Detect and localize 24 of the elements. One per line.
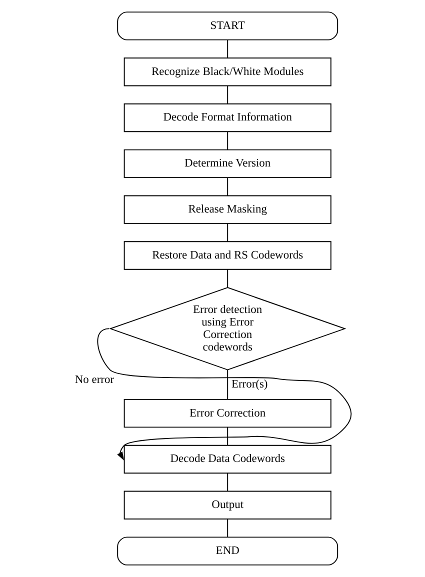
- node-box: Decode Data Codewords: [123, 444, 331, 474]
- connector: [226, 131, 228, 150]
- node-diamond: Error detection using Error Correction codewords: [108, 287, 346, 370]
- edge-label: Error(s): [230, 378, 268, 391]
- arrow: [96, 328, 352, 460]
- connector: [226, 177, 228, 196]
- connector: [226, 223, 228, 242]
- node-box: START: [116, 12, 338, 40]
- node-box: Release Masking: [123, 195, 331, 224]
- connector: [226, 472, 228, 492]
- connector: [226, 518, 228, 538]
- connector: [226, 269, 228, 288]
- edge-label: No error: [74, 374, 114, 386]
- connector: [226, 426, 228, 446]
- connector: [226, 85, 228, 104]
- node-box: Recognize Black/White Modules: [123, 58, 331, 86]
- node-box: Output: [123, 490, 331, 520]
- node-box: Restore Data and RS Codewords: [123, 241, 331, 270]
- connector: [226, 39, 228, 58]
- node-box: Error Correction: [123, 398, 331, 428]
- node-box: Determine Version: [123, 149, 331, 178]
- connector: [226, 370, 228, 400]
- node-box: Decode Format Information: [123, 103, 331, 132]
- node-box: END: [116, 536, 338, 566]
